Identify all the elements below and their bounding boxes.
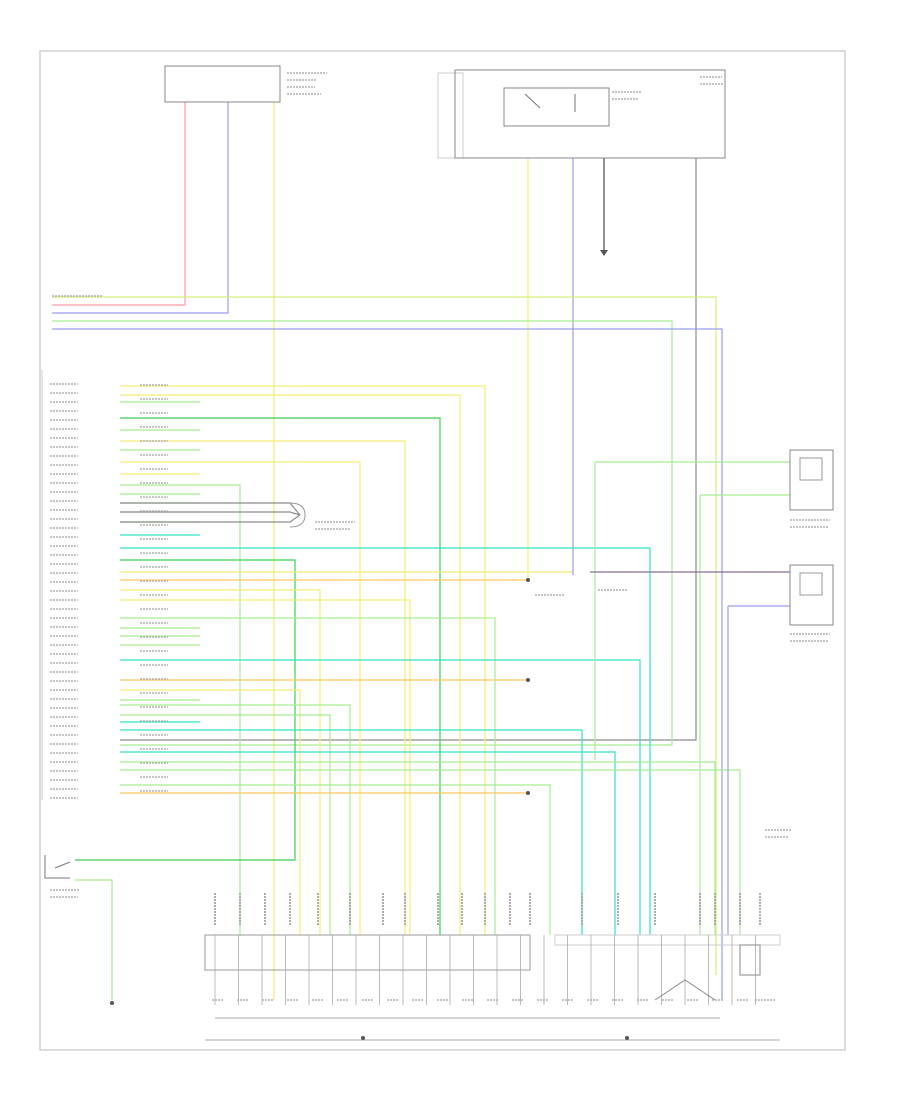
solenoid-assembly-box bbox=[204, 934, 531, 971]
relay-module-left-wing bbox=[437, 72, 464, 159]
o2-sensor-element bbox=[799, 572, 823, 596]
top-left-module-box bbox=[164, 65, 281, 103]
splice-dot bbox=[110, 1001, 114, 1005]
wire-pcm-18 bbox=[120, 714, 331, 935]
diagram-border bbox=[39, 50, 846, 1051]
splice-dot bbox=[526, 678, 530, 682]
wire-lime-bus bbox=[52, 296, 717, 975]
ground-block bbox=[739, 944, 761, 976]
splice-dot bbox=[526, 791, 530, 795]
wire-gray-connector bbox=[120, 511, 301, 516]
range-switch-symbol bbox=[44, 855, 71, 879]
component-layer bbox=[41, 65, 834, 1041]
range-switch-contacts bbox=[654, 979, 716, 1001]
wire-pcm-5 bbox=[120, 461, 361, 935]
wire-pcm-16 bbox=[120, 689, 301, 935]
wire-pcm-19 bbox=[120, 729, 583, 935]
wire-gray-relay bbox=[120, 158, 697, 741]
splice-dot bbox=[361, 1036, 365, 1040]
data-link-connector bbox=[289, 502, 306, 528]
wire-pcm-11 bbox=[120, 589, 321, 935]
wire-pcm-12 bbox=[120, 599, 411, 935]
wire-range-sensor bbox=[75, 879, 113, 1000]
solenoid-connector-bar bbox=[554, 934, 781, 946]
wire-gray-connector bbox=[120, 502, 301, 516]
splice-dot bbox=[625, 1036, 629, 1040]
relay-switch-block bbox=[503, 87, 610, 127]
wire-green-bus bbox=[52, 320, 673, 746]
wire-pcm-3 bbox=[120, 417, 441, 935]
wire-pcm-8 bbox=[75, 559, 296, 861]
relay-contact-line bbox=[524, 93, 541, 109]
relay-module-box bbox=[454, 69, 726, 159]
ground-symbol bbox=[600, 250, 608, 256]
wire-pcm-13 bbox=[120, 617, 496, 935]
wire-pcm-7 bbox=[120, 547, 651, 935]
wire-pcm-21 bbox=[120, 761, 716, 935]
wire-pcm-17 bbox=[120, 704, 351, 935]
wire-red-top bbox=[52, 102, 186, 306]
wire-gray-connector bbox=[120, 514, 301, 523]
wire-pcm-22 bbox=[120, 769, 741, 935]
splice-dot bbox=[526, 578, 530, 582]
wire-blue-top bbox=[52, 102, 229, 314]
wire-pcm-14 bbox=[120, 659, 641, 935]
wire-pcm-23 bbox=[120, 784, 551, 935]
wire-pcm-2 bbox=[120, 394, 461, 935]
wire-pcm-20 bbox=[120, 751, 616, 935]
downstream-oxygen-sensor-box bbox=[789, 564, 834, 626]
wire-pcm-4 bbox=[120, 440, 406, 935]
o2-sensor-element bbox=[799, 457, 823, 481]
wire-blue-bus bbox=[52, 328, 723, 1000]
wire-pcm-6 bbox=[120, 484, 241, 935]
wire-layer bbox=[52, 102, 790, 1000]
